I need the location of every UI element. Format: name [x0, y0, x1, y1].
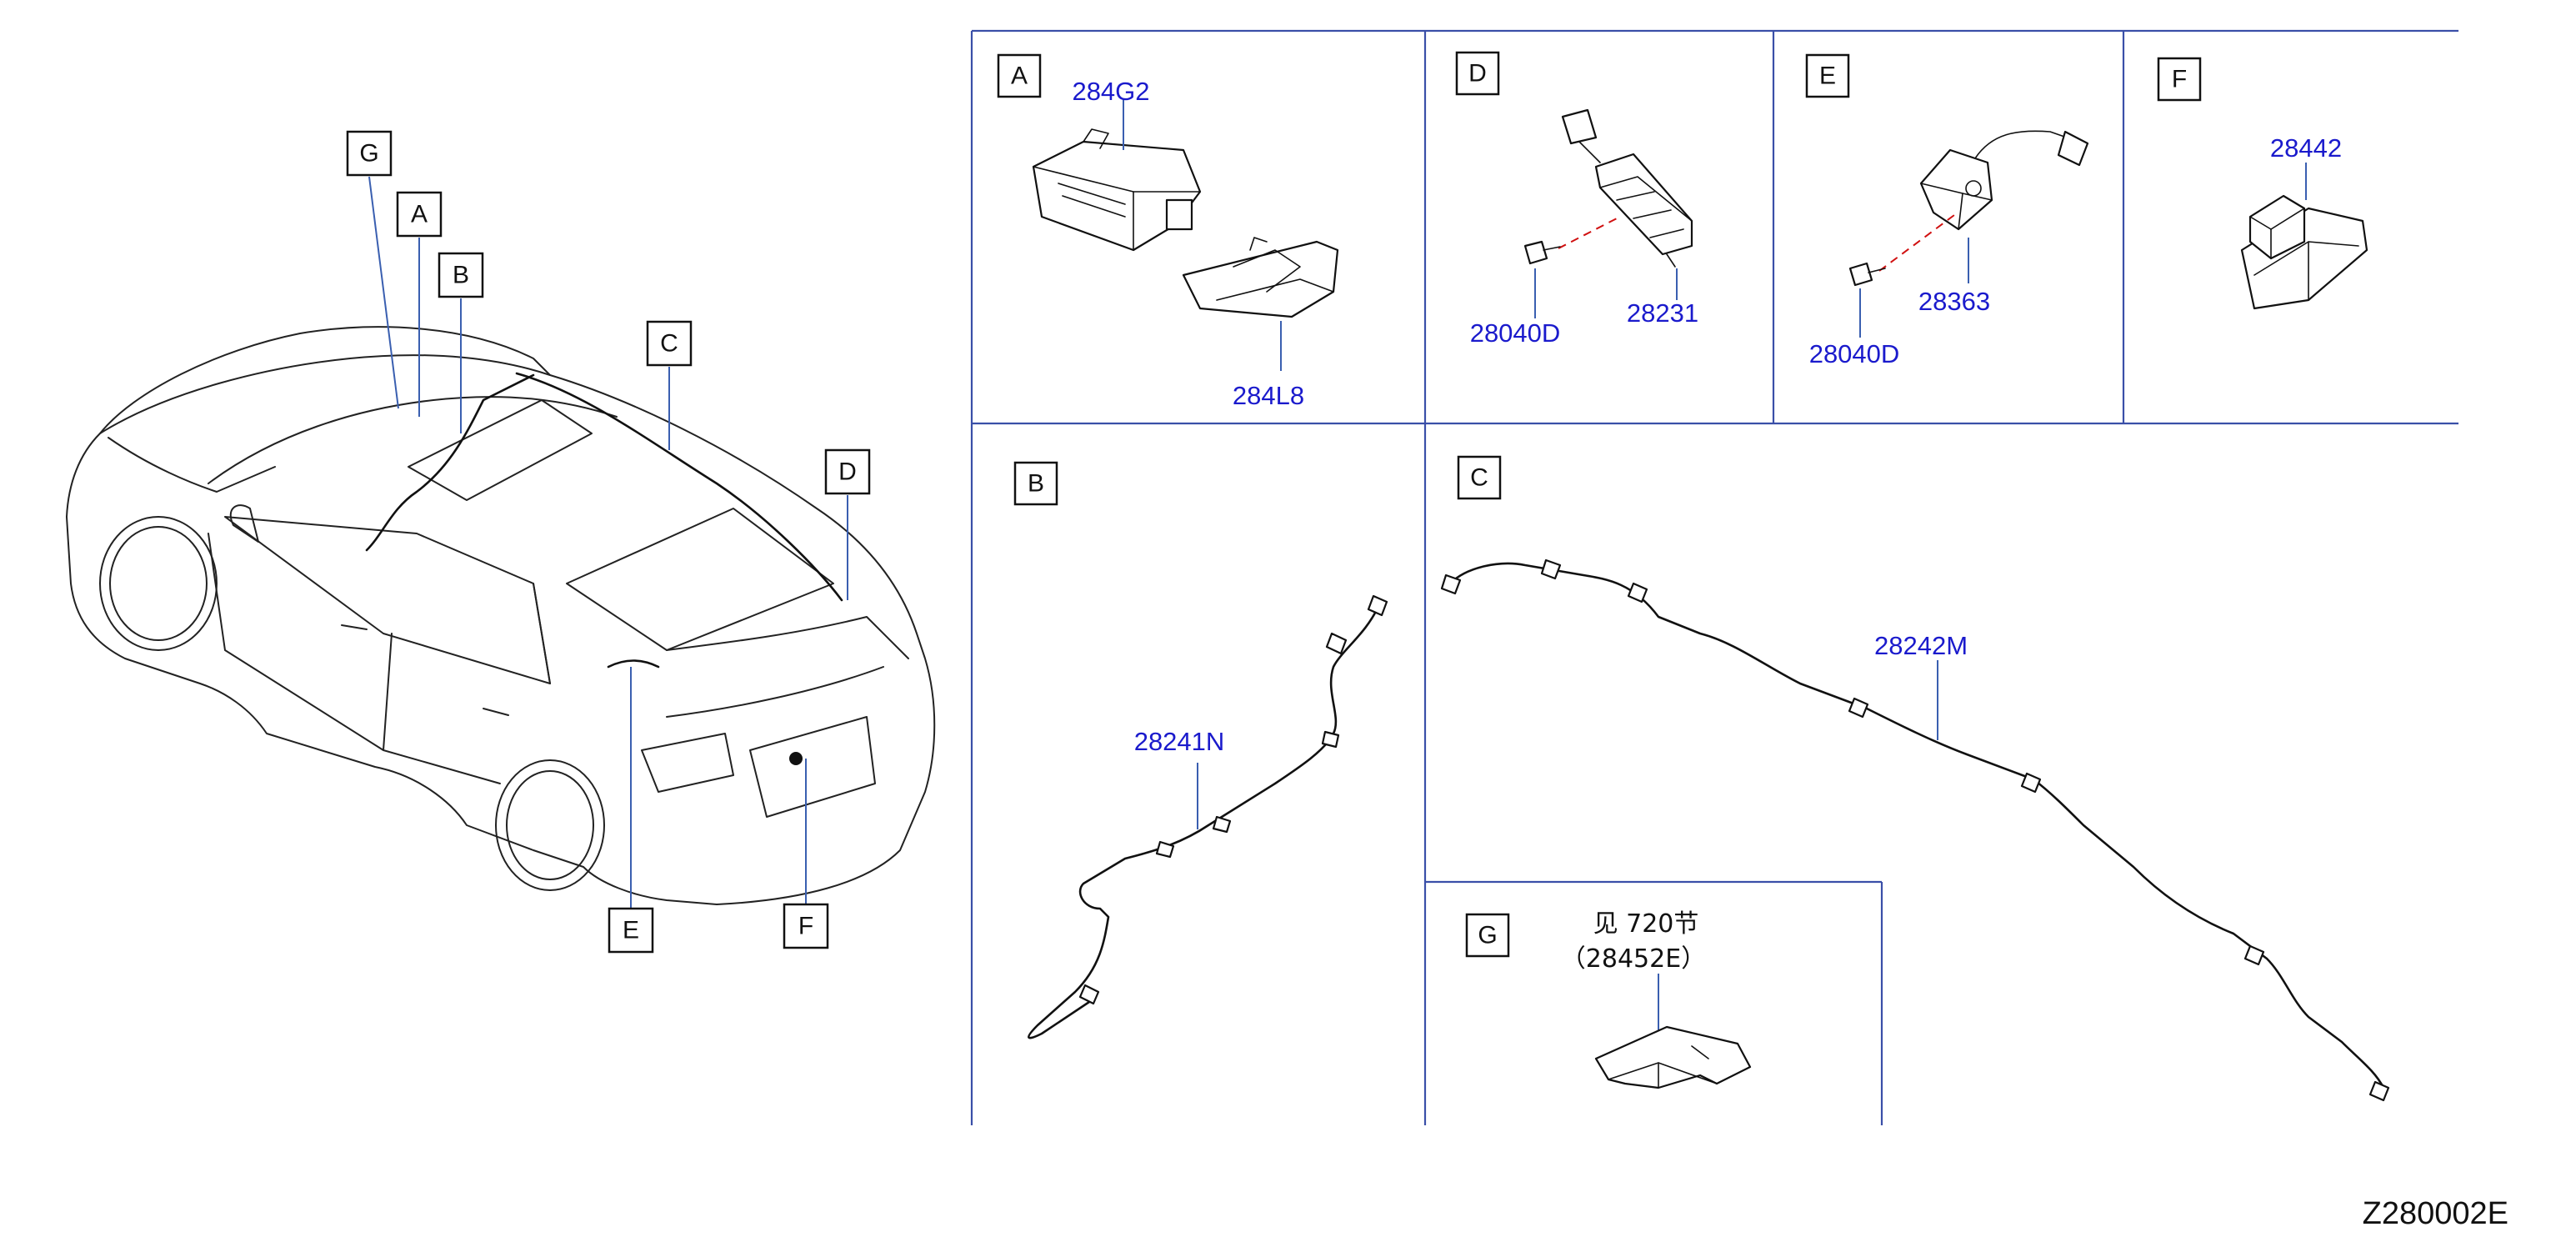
- callout-label: D: [838, 458, 857, 486]
- car-leaders: [368, 176, 848, 909]
- panel-label: F: [2172, 66, 2187, 93]
- part-number: 284G2: [1072, 77, 1149, 106]
- sensor-unit: [1561, 108, 1693, 268]
- part-number: 28442: [2270, 133, 2342, 163]
- bolt: [1523, 240, 1561, 265]
- part-number: 284L8: [1233, 381, 1304, 410]
- panel-label: D: [1468, 60, 1487, 88]
- panel-a: A 284G2 284L8: [997, 53, 1339, 410]
- car-callout-f: F: [783, 903, 829, 949]
- harness-c: [1440, 558, 2390, 1102]
- part-number: 28241N: [1134, 727, 1225, 756]
- panel-d: D 28040D 28231: [1455, 51, 1698, 348]
- panel-e: E 28040D 28363: [1805, 53, 2089, 368]
- panel-label: C: [1470, 464, 1488, 492]
- panel-c: C 28242M: [1440, 455, 2390, 1102]
- callout-label: E: [623, 917, 639, 944]
- panel-b: B 28241N: [1013, 461, 1388, 1039]
- panel-g: G 见 720节 （28452E）: [1465, 909, 1752, 1089]
- radar-module: [1032, 128, 1202, 252]
- callout-label: F: [798, 913, 813, 940]
- car-callout-e: E: [608, 907, 654, 954]
- part-number: 28363: [1918, 287, 1990, 316]
- cover-bracket: [1594, 1025, 1752, 1089]
- bolt: [1848, 262, 1886, 287]
- car-callout-b: B: [438, 252, 484, 298]
- panel-label: A: [1011, 63, 1028, 90]
- harness-b: [1028, 594, 1388, 1039]
- car-callout-d: D: [824, 448, 871, 495]
- callout-label: C: [660, 330, 678, 358]
- tailgate-switch: [1919, 130, 2089, 231]
- panel-label: E: [1819, 63, 1836, 90]
- callout-label: G: [359, 140, 378, 168]
- callout-label: A: [411, 201, 428, 228]
- car-callout-g: G: [346, 130, 393, 177]
- part-number: （28452E）: [1561, 944, 1706, 974]
- part-number: 28040D: [1470, 318, 1561, 348]
- car-callout-a: A: [396, 191, 443, 238]
- car-overview: [66, 326, 936, 905]
- part-number: 28040D: [1809, 339, 1900, 368]
- panel-f: F 28442: [2157, 57, 2368, 310]
- panel-label: B: [1028, 470, 1044, 498]
- part-number: 28231: [1627, 298, 1698, 328]
- reference-note: 见 720节: [1593, 909, 1699, 939]
- car-callout-c: C: [646, 320, 693, 367]
- mount-bracket: [1182, 237, 1339, 318]
- callout-label: B: [453, 262, 469, 289]
- rear-camera: [2240, 194, 2368, 310]
- diagram-code: Z280002E: [2363, 1196, 2508, 1231]
- part-number: 28242M: [1874, 631, 1968, 660]
- panel-label: G: [1478, 922, 1497, 949]
- panel-grid: [970, 29, 2458, 1125]
